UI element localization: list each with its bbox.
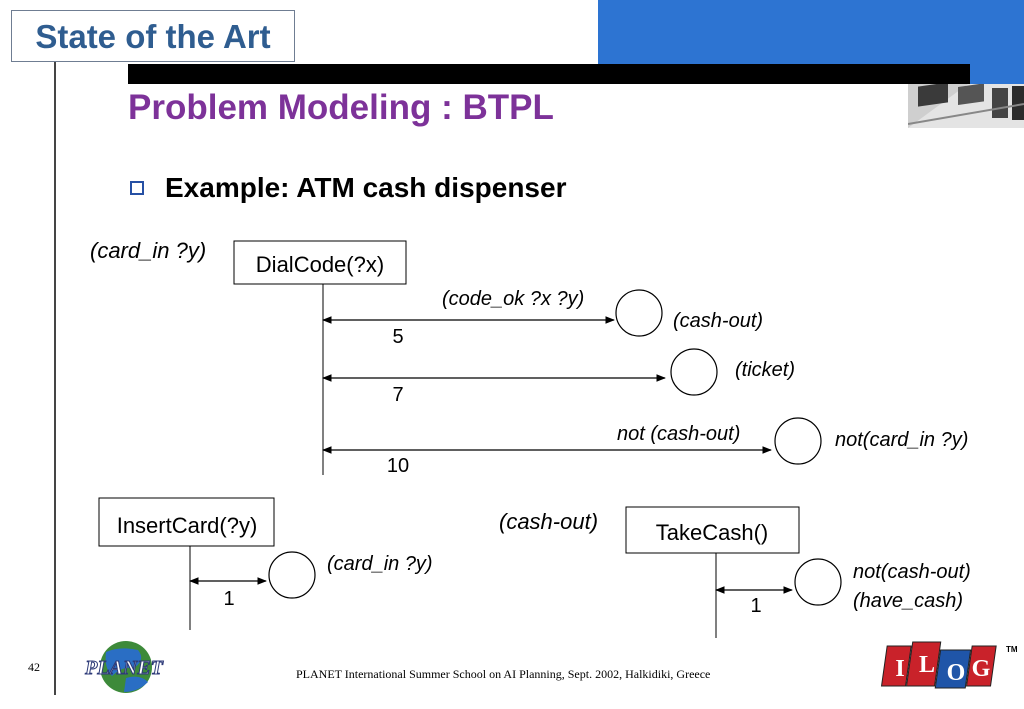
effect-label-1: (code_ok ?x ?y) [442,288,584,310]
ilog-letter-i: I [895,656,904,682]
takecash-effect-2: (have_cash) [853,590,963,612]
ilog-letter-g: G [972,656,991,682]
planet-logo-text: PLANET [84,657,164,679]
effect-node-2 [671,349,717,395]
page-number: 42 [28,660,40,675]
insertcard-duration: 1 [223,588,234,610]
effect-node-1 [616,290,662,336]
effect-result-2: (ticket) [735,359,795,381]
effect-node-3 [775,418,821,464]
dialcode-action: DialCode(?x) [256,252,384,277]
takecash-precondition: (cash-out) [499,509,598,534]
effect-duration-1: 5 [392,326,403,348]
insertcard-node [269,552,315,598]
takecash-action: TakeCash() [656,520,768,545]
insertcard-action: InsertCard(?y) [117,513,258,538]
ilog-letter-o: O [947,660,966,686]
dialcode-precondition: (card_in ?y) [90,238,206,263]
effect-duration-2: 7 [392,384,403,406]
ilog-logo: I L O G TM [880,640,1020,692]
effect-duration-3: 10 [387,455,409,477]
takecash-node [795,559,841,605]
ilog-letter-l: L [919,652,935,678]
planet-logo: PLANET [68,638,180,696]
effect-result-1: (cash-out) [673,310,763,332]
ilog-tm: TM [1006,645,1018,654]
effect-label-3: not (cash-out) [617,423,740,445]
effect-result-3: not(card_in ?y) [835,429,968,451]
footer-text: PLANET International Summer School on AI… [296,667,710,682]
takecash-duration: 1 [750,595,761,617]
takecash-effect-1: not(cash-out) [853,561,971,583]
insertcard-effect: (card_in ?y) [327,553,433,575]
